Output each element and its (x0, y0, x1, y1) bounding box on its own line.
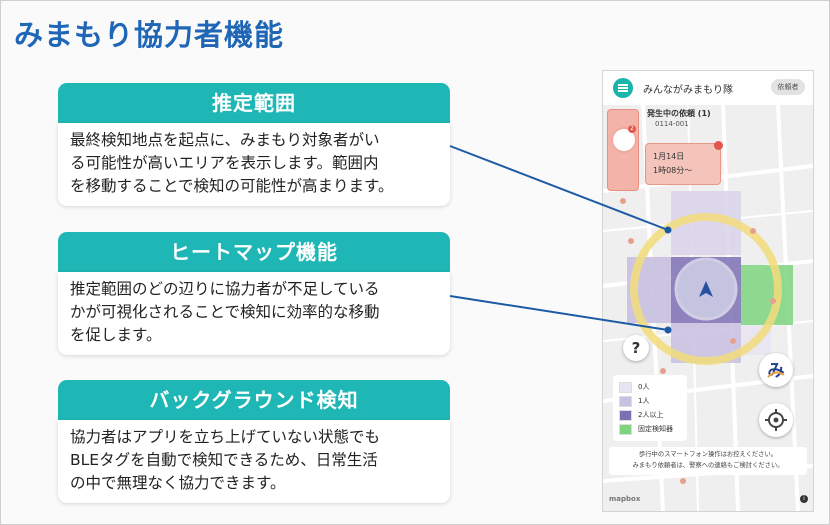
card-line: かが可視化されることで検知に効率的な移動 (70, 303, 380, 321)
app-logo-button[interactable]: み (759, 353, 793, 387)
request-date: 1月14日 (653, 152, 685, 161)
safety-notice: 歩行中のスマートフォン操作はお控えください。 みまもり依頼者は、警察への連絡もご… (609, 447, 807, 475)
info-icon[interactable]: i (800, 495, 808, 503)
elapsed-time: 1時08分〜 (653, 166, 693, 175)
crosshair-icon (765, 409, 787, 431)
legend-swatch (619, 409, 632, 421)
card-line: の中で無理なく協力できます。 (70, 474, 286, 492)
notice-line: 歩行中のスマートフォン操作はお控えください。 (638, 451, 778, 458)
estimated-range-circle (630, 213, 782, 365)
legend-item: 固定検知器 (619, 423, 673, 435)
legend-item: 2人以上 (619, 409, 663, 421)
card-description: 最終検知地点を起点に、みまもり対象者がい る可能性が高いエリアを表示します。範囲… (58, 123, 450, 206)
card-line: る可能性が高いエリアを表示します。範囲内 (70, 154, 379, 172)
card-line: を促します。 (70, 326, 162, 344)
card-description: 協力者はアプリを立ち上げていない状態でも BLEタグを自動で検知できるため、日常… (58, 420, 450, 503)
legend-swatch (619, 381, 632, 393)
request-time-card[interactable] (645, 143, 721, 185)
card-description: 推定範囲のどの辺りに協力者が不足している かが可視化されることで検知に効率的な移… (58, 272, 450, 355)
card-line: を移動することで検知の可能性が高まります。 (70, 177, 394, 195)
card-title: バックグラウンド検知 (58, 380, 450, 420)
location-arrow-icon (699, 281, 713, 297)
card-title: ヒートマップ機能 (58, 232, 450, 272)
map-attribution[interactable]: mapbox (609, 495, 641, 503)
feature-card-background-detection: バックグラウンド検知 協力者はアプリを立ち上げていない状態でも BLEタグを自動… (58, 380, 450, 503)
svg-text:み: み (768, 361, 785, 381)
notification-dot (714, 141, 723, 150)
legend-label: 2人以上 (638, 411, 664, 419)
notice-line: みまもり依頼者は、警察への連絡もご検討ください。 (632, 462, 784, 469)
legend-item: 0人 (619, 381, 649, 393)
mimamori-logo-icon: み (767, 361, 785, 381)
legend-label: 0人 (638, 383, 650, 391)
card-line: 推定範囲のどの辺りに協力者が不足している (70, 280, 380, 298)
card-line: 協力者はアプリを立ち上げていない状態でも (70, 428, 381, 446)
card-title: 推定範囲 (58, 83, 450, 123)
page-title: みまもり協力者機能 (14, 18, 285, 52)
heatmap-legend: 0人 1人 2人以上 固定検知器 (613, 375, 687, 441)
legend-label: 固定検知器 (638, 425, 673, 433)
connector-line (449, 145, 669, 231)
legend-label: 1人 (638, 397, 650, 405)
help-button[interactable]: ? (623, 335, 649, 361)
alert-count-badge: 2 (628, 125, 636, 133)
fixed-detector-cell (741, 265, 793, 325)
card-line: BLEタグを自動で検知できるため、日常生活 (70, 451, 378, 469)
menu-button[interactable] (613, 78, 633, 98)
card-line: 最終検知地点を起点に、みまもり対象者がい (70, 131, 380, 149)
legend-item: 1人 (619, 395, 649, 407)
phone-screen: みんながみまもり隊 依頼者 2 発生中の依頼 (1) 0114-001 1月14… (602, 70, 814, 512)
avatar (611, 127, 637, 153)
feature-card-estimated-range: 推定範囲 最終検知地点を起点に、みまもり対象者がい る可能性が高いエリアを表示し… (58, 83, 450, 206)
request-id: 0114-001 (655, 120, 689, 128)
app-name: みんながみまもり隊 (643, 85, 733, 96)
legend-swatch (619, 423, 632, 435)
requester-button[interactable]: 依頼者 (771, 79, 805, 95)
legend-swatch (619, 395, 632, 407)
connector-dot (664, 226, 672, 234)
connector-line (449, 295, 669, 331)
current-location-button[interactable] (759, 403, 793, 437)
active-requests-title: 発生中の依頼 (1) (647, 109, 711, 118)
feature-card-heatmap: ヒートマップ機能 推定範囲のどの辺りに協力者が不足している かが可視化されること… (58, 232, 450, 355)
connector-dot (664, 326, 672, 334)
